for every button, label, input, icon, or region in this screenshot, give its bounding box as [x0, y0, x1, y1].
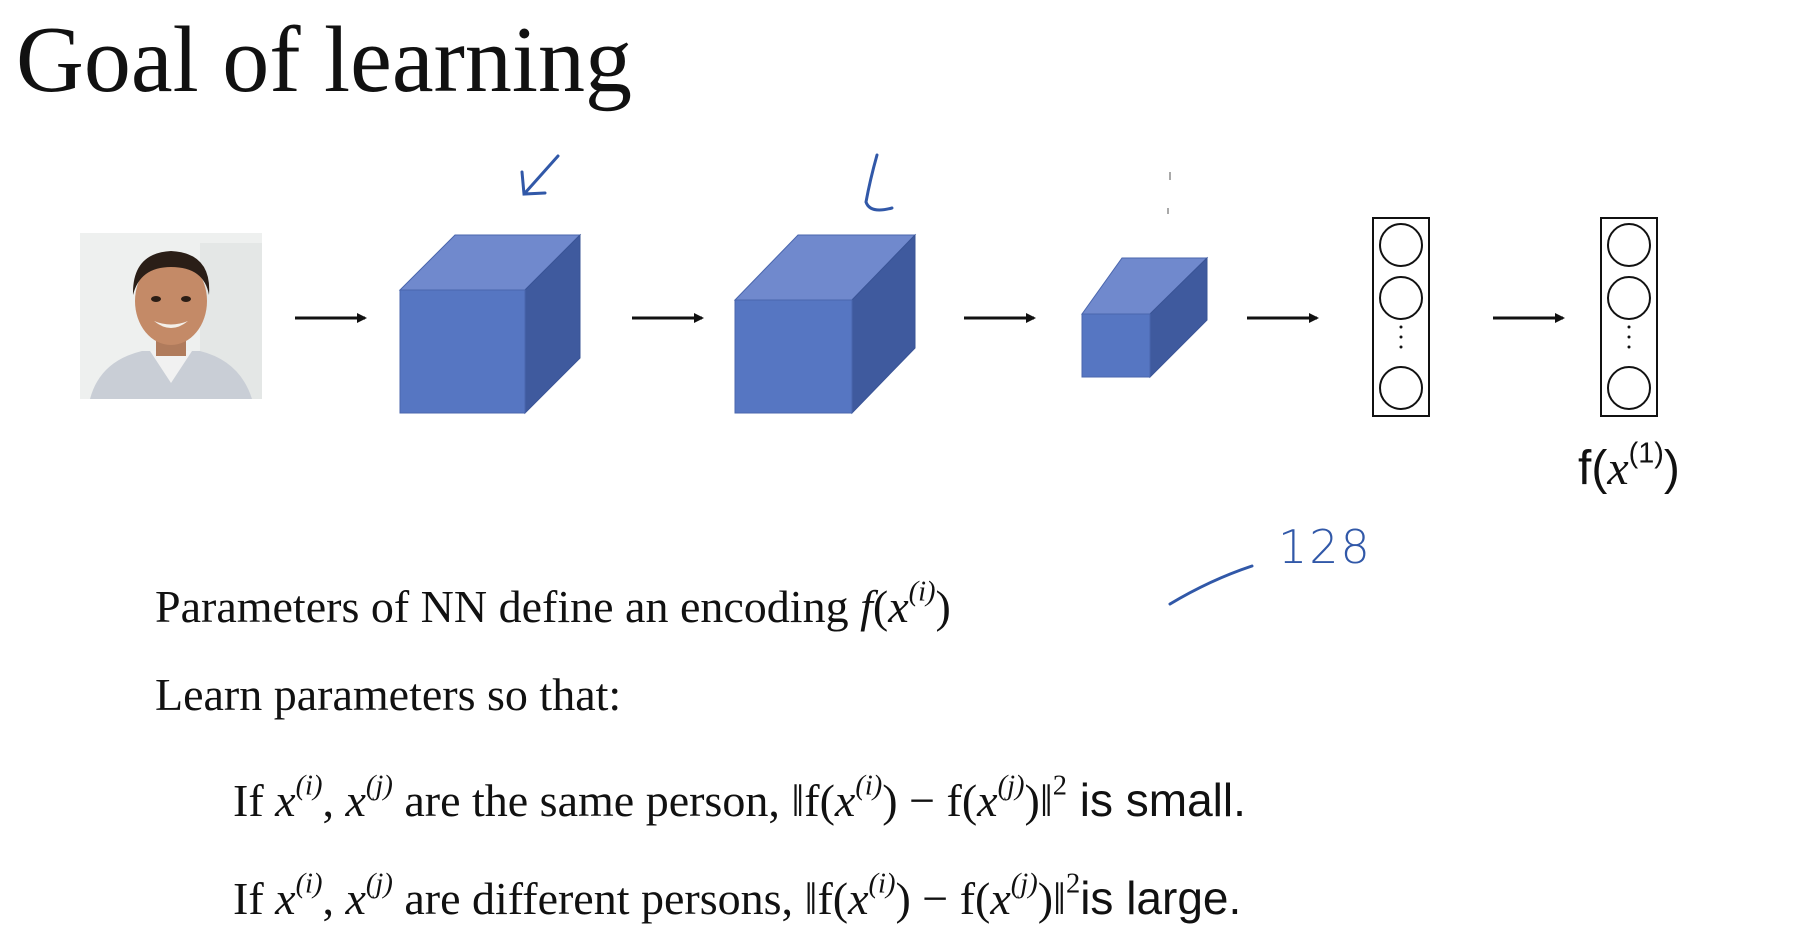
pen-dots [1167, 172, 1171, 214]
fc-layer-vector [1372, 217, 1430, 417]
conv-volume-2 [733, 233, 917, 415]
pen-mark-2 [864, 153, 894, 212]
encoding-vector [1600, 217, 1658, 417]
conv-volume-3 [1081, 256, 1209, 379]
conv-volume-1 [398, 233, 582, 415]
different-person-condition: If x(i), x(j) are different persons, ‖f(… [233, 868, 1242, 924]
encoding-label: f(x(1)) [1578, 437, 1680, 495]
same-person-condition: If x(i), x(j) are the same person, ‖f(x(… [233, 770, 1246, 826]
slide-title: Goal of learning [16, 8, 633, 112]
encoding-sentence: Parameters of NN define an encoding f(x(… [155, 576, 951, 632]
learn-sentence: Learn parameters so that: [155, 669, 622, 720]
handwritten-128: 128 [1278, 520, 1372, 574]
face-photo [80, 233, 262, 399]
pen-arrow-1 [520, 154, 560, 196]
pen-stroke-128 [1168, 564, 1254, 606]
